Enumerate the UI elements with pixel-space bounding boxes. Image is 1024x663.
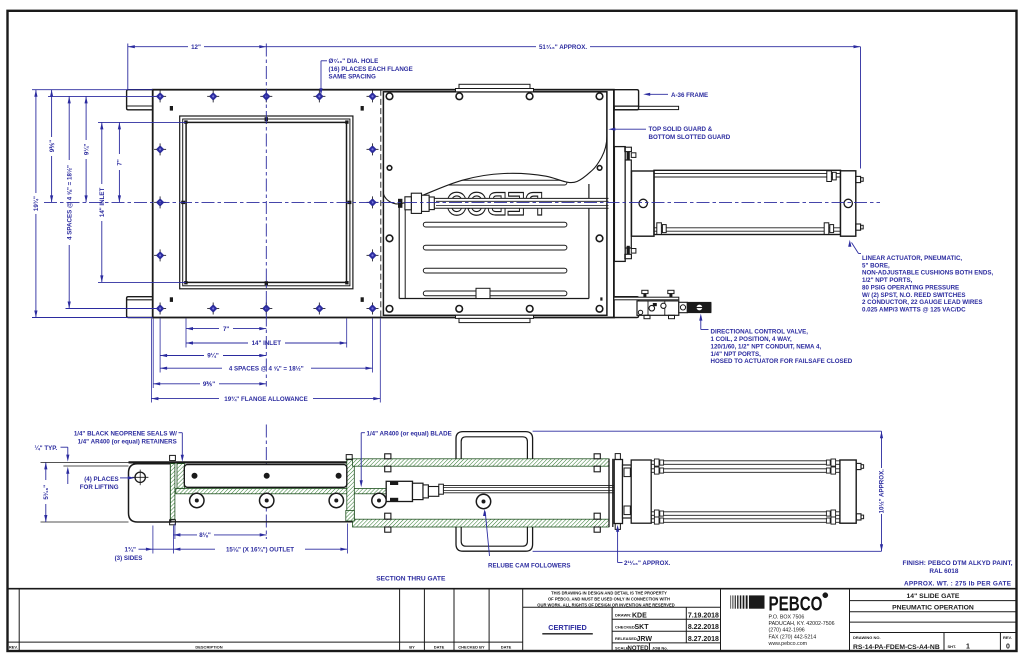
svg-text:10½" APPROX.: 10½" APPROX. [879,469,886,514]
svg-text:TOP SOLID GUARD &: TOP SOLID GUARD & [649,126,713,133]
svg-text:A-36 FRAME: A-36 FRAME [671,92,708,99]
svg-text:OUR WORK. ALL RIGHTS OF DESIG: OUR WORK. ALL RIGHTS OF DESIGN OR INVENT… [537,602,674,607]
svg-text:7.19.2018: 7.19.2018 [688,612,719,619]
svg-text:19¾" FLANGE ALLOWANCE: 19¾" FLANGE ALLOWANCE [224,396,308,403]
svg-text:14" INLET: 14" INLET [99,187,106,217]
svg-text:DATE: DATE [501,645,512,650]
svg-text:(4) PLACES: (4) PLACES [84,476,118,483]
svg-text:4 SPACES @ 4 ⅝" = 18½": 4 SPACES @ 4 ⅝" = 18½" [66,165,73,240]
svg-text:51⁷⁄₁₆" APPROX.: 51⁷⁄₁₆" APPROX. [539,44,587,51]
svg-text:Ø⁷⁄₁₆" DIA. HOLE: Ø⁷⁄₁₆" DIA. HOLE [329,58,379,65]
svg-text:CHECKED:: CHECKED: [615,624,636,629]
svg-text:2¹¹⁄₁₆" APPROX.: 2¹¹⁄₁₆" APPROX. [624,560,671,567]
svg-text:RELEASED:: RELEASED: [615,636,638,641]
svg-text:CERTIFIED: CERTIFIED [548,623,587,632]
svg-text:SECTION THRU GATE: SECTION THRU GATE [376,576,446,583]
svg-text:9¼": 9¼" [207,353,219,360]
svg-text:9¼": 9¼" [83,144,90,156]
svg-text:8.27.2018: 8.27.2018 [688,636,719,643]
svg-text:0: 0 [1006,644,1010,651]
svg-text:LINEAR ACTUATOR, PNEUMATIC,: LINEAR ACTUATOR, PNEUMATIC, [862,255,962,262]
svg-text:APPROX. WT. : 275 lb PER GA: APPROX. WT. : 275 lb PER GATE [904,581,1012,588]
svg-text:FAX (270) 442-5214: FAX (270) 442-5214 [769,634,817,640]
svg-text:JOB No.: JOB No. [652,645,668,650]
svg-text:NON-ADJUSTABLE CUSHIONS BOTH E: NON-ADJUSTABLE CUSHIONS BOTH ENDS, [862,270,993,277]
svg-text:(3) SIDES: (3) SIDES [115,555,143,562]
svg-text:THIS DRAWING IN DESIGN AND DET: THIS DRAWING IN DESIGN AND DETAIL IS THE… [551,590,667,595]
svg-text:7": 7" [223,326,229,333]
svg-text:1/4" BLACK NEOPRENE SEALS W/: 1/4" BLACK NEOPRENE SEALS W/ [74,430,177,437]
svg-text:9⅗": 9⅗" [49,140,56,152]
svg-text:RS-14-PA-FDEM-CS-A4-NB: RS-14-PA-FDEM-CS-A4-NB [853,644,940,651]
svg-text:12": 12" [191,44,201,51]
svg-text:DIRECTIONAL CONTROL VALVE,: DIRECTIONAL CONTROL VALVE, [711,329,809,336]
svg-text:14" SLIDE GATE: 14" SLIDE GATE [907,593,960,600]
svg-text:1/4" NPT PORTS,: 1/4" NPT PORTS, [711,351,762,358]
svg-text:2 CONDUCTOR, 22 GAUGE LEAD WIR: 2 CONDUCTOR, 22 GAUGE LEAD WIRES [862,299,983,306]
svg-text:1/4" AR400 (or equal) RETAINER: 1/4" AR400 (or equal) RETAINERS [78,438,177,445]
svg-text:8.22.2018: 8.22.2018 [688,624,719,631]
svg-text:7": 7" [117,159,124,165]
svg-text:15⅛" (X 16¾") OUTLET: 15⅛" (X 16¾") OUTLET [226,546,294,553]
svg-text:5" BORE,: 5" BORE, [862,262,890,269]
svg-text:1¾": 1¾" [124,547,136,554]
svg-text:BOTTOM SLOTTED GUARD: BOTTOM SLOTTED GUARD [649,134,731,141]
svg-text:(16) PLACES EACH FLANGE: (16) PLACES EACH FLANGE [329,66,413,73]
svg-text:CHECKED BY: CHECKED BY [458,645,485,650]
svg-text:JRW: JRW [637,636,653,643]
svg-text:SCALE:: SCALE: [615,645,630,650]
svg-text:RAL 6018: RAL 6018 [929,568,958,575]
svg-text:DATE: DATE [434,645,445,650]
svg-text:1/2" NPT PORTS,: 1/2" NPT PORTS, [862,277,913,284]
svg-text:5³⁄₁₆": 5³⁄₁₆" [43,485,50,500]
svg-text:KDE: KDE [632,612,647,619]
svg-text:14" INLET: 14" INLET [252,340,282,347]
svg-text:P.O. BOX 7506: P.O. BOX 7506 [769,614,805,620]
svg-text:DRAWING NO.: DRAWING NO. [853,635,881,640]
svg-text:FOR LIFTING: FOR LIFTING [80,484,119,491]
svg-text:0.025 AMP/3 WATTS @ 125 VAC/DC: 0.025 AMP/3 WATTS @ 125 VAC/DC [862,306,966,313]
svg-text:DRAWN:: DRAWN: [615,613,631,618]
svg-text:FINISH: PEBCO DTM ALKYD PAINT: FINISH: PEBCO DTM ALKYD PAINT, [903,560,1013,567]
svg-text:(270) 442-1996: (270) 442-1996 [769,628,805,634]
svg-text:PNEUMATIC OPERATION: PNEUMATIC OPERATION [892,605,974,612]
svg-text:SAME SPACING: SAME SPACING [329,73,377,80]
svg-text:120/1/60, 1/2" NPT CONDUIT, NE: 120/1/60, 1/2" NPT CONDUIT, NEMA 4, [711,343,822,350]
svg-text:80 PSIG OPERATING PRESSURE: 80 PSIG OPERATING PRESSURE [862,284,959,291]
svg-text:DESCRIPTION: DESCRIPTION [195,645,222,650]
svg-text:RELUBE CAM FOLLOWERS: RELUBE CAM FOLLOWERS [488,562,571,569]
svg-text:19¾": 19¾" [33,196,40,211]
svg-text:1/4" AR400 (or equal) BLADE: 1/4" AR400 (or equal) BLADE [367,430,452,437]
svg-text:BY: BY [409,645,415,650]
svg-text:1 COIL, 2 POSITION, 4 WAY,: 1 COIL, 2 POSITION, 4 WAY, [711,336,793,343]
svg-text:PEBCO: PEBCO [769,592,823,615]
svg-text:REV.: REV. [1003,635,1012,640]
svg-text:SKT: SKT [635,624,650,631]
svg-text:OF PEBCO, AND MUST BE USED ONL: OF PEBCO, AND MUST BE USED ONLY IN CONNE… [548,596,670,601]
svg-text:1: 1 [966,644,970,651]
svg-text:HOSED TO ACTUATOR FOR FAILSAFE: HOSED TO ACTUATOR FOR FAILSAFE CLOSED [711,358,853,365]
svg-text:8⅛": 8⅛" [199,532,211,539]
svg-text:¼" TYP.: ¼" TYP. [35,445,58,452]
svg-text:www.pebco.com: www.pebco.com [769,641,808,647]
svg-text:9⅗": 9⅗" [203,381,215,388]
svg-text:4 SPACES @ 4 ⅝" = 18½": 4 SPACES @ 4 ⅝" = 18½" [229,365,304,372]
svg-text:W/ (2) SPST, N.O. REED SWITCHE: W/ (2) SPST, N.O. REED SWITCHES [862,292,965,299]
svg-text:SHT.: SHT. [948,644,957,649]
svg-text:NOTED: NOTED [628,646,650,652]
svg-text:PADUCAH, KY. 42002-7506: PADUCAH, KY. 42002-7506 [769,621,835,627]
svg-text:REV.: REV. [9,645,18,650]
